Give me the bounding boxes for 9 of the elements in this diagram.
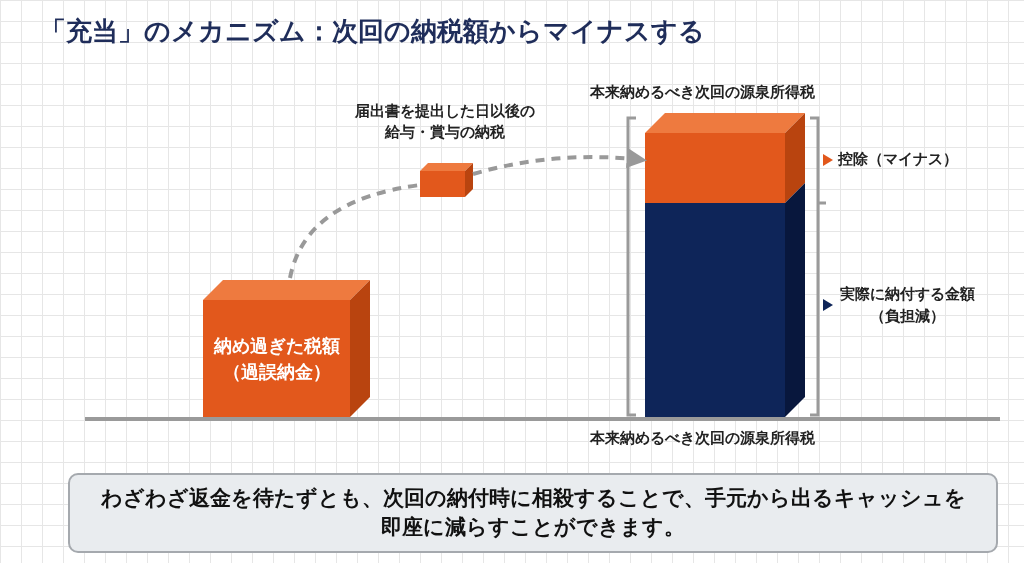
box-caption: 届出書を提出した日以後の給与・賞与の納税 (354, 101, 536, 143)
bracket-label: 本来納めるべき次回の源泉所得税 (590, 428, 815, 449)
payment-label: 実際に納付する金額（負担減） (838, 284, 976, 327)
title: 「充当」のメカニズム：次回の納税額からマイナスする (40, 15, 705, 48)
bracket-label: 本来納めるべき次回の源泉所得税 (590, 82, 815, 103)
deduction-label: 控除（マイナス） (838, 149, 958, 170)
dashed-arrow (472, 148, 647, 176)
caption-box: わざわざ返金を待たずとも、次回の納付時に相殺することで、手元から出るキャッシュを即座に減らすことができます。 (68, 473, 998, 553)
box-label: 納め過ぎた税額（過誤納金） (212, 334, 341, 384)
